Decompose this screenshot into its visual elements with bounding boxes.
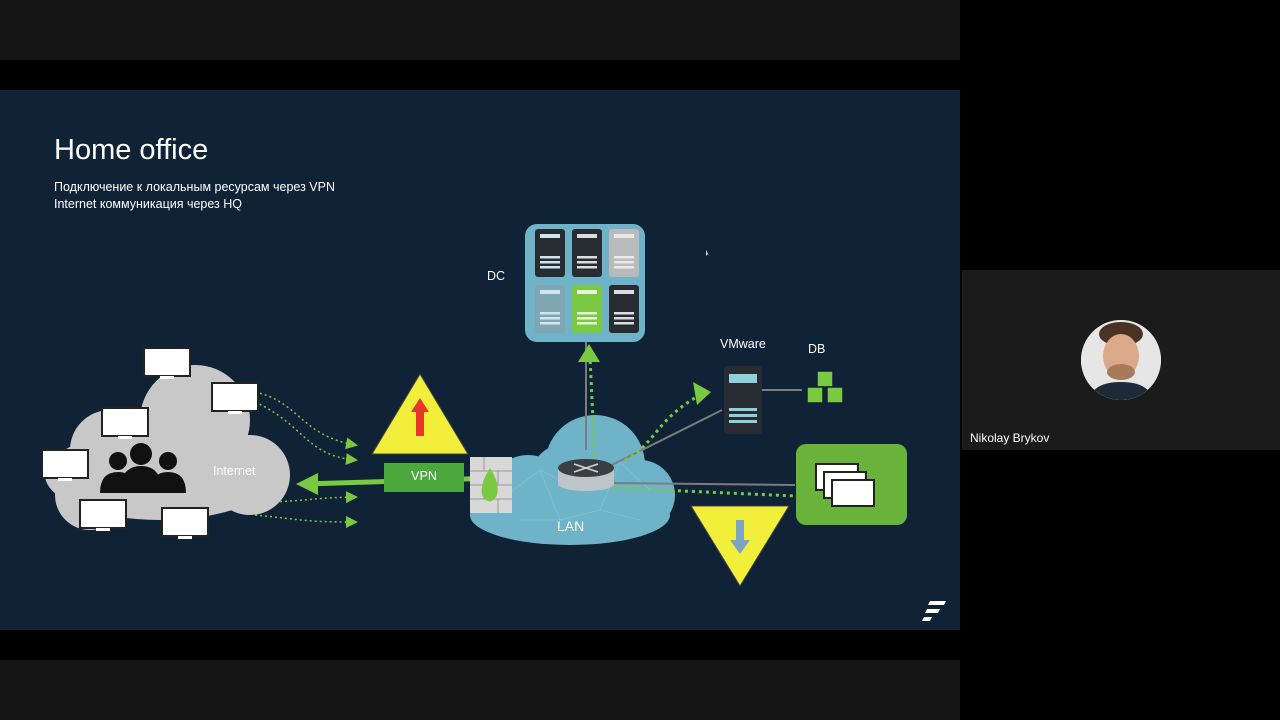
top-letterbox [0, 0, 960, 60]
participant-name: Nikolay Brykov [970, 431, 1050, 445]
server-icon [572, 285, 602, 333]
database-cubes-icon [806, 370, 844, 404]
participant-photo [1081, 320, 1161, 400]
participant-avatar [1081, 320, 1161, 400]
server-icon [572, 229, 602, 277]
bottom-letterbox [0, 660, 960, 720]
vpn-label: VPN [411, 469, 437, 483]
monitor-icon [211, 382, 259, 414]
users-icon [100, 443, 186, 493]
monitor-icon [101, 407, 149, 439]
firewall-icon [470, 457, 512, 513]
internet-label: Internet [213, 464, 256, 478]
download-arrow-icon [690, 505, 790, 587]
network-diagram [41, 224, 946, 621]
vmware-server-icon [724, 366, 762, 434]
dc-server-rack [525, 224, 645, 342]
upload-arrow-icon [371, 373, 469, 455]
server-icon [535, 285, 565, 333]
monitor-icon [831, 479, 875, 507]
mouse-cursor-icon [706, 250, 710, 257]
dc-flow-arrowhead [578, 344, 600, 362]
data-flow-lines [588, 357, 796, 498]
server-icon [609, 285, 639, 333]
lan-label: LAN [557, 518, 585, 534]
server-icon [535, 229, 565, 277]
monitor-icon [143, 347, 191, 379]
vmware-flow-arrowhead [693, 382, 711, 405]
presentation-slide: Home office Подключение к локальным ресу… [0, 90, 960, 630]
monitor-icon [161, 507, 209, 539]
office-monitors-box [796, 444, 907, 525]
slide-subtitle-line-2: Internet коммуникация через HQ [54, 197, 243, 211]
internet-traffic-lines [254, 391, 358, 528]
router-icon [558, 459, 614, 491]
slide-title: Home office [54, 134, 209, 166]
participant-video-tile[interactable]: Nikolay Brykov [962, 270, 1280, 450]
presentation-logo-icon [922, 601, 946, 621]
db-label: DB [808, 342, 826, 356]
slide-subtitle-line-1: Подключение к локальным ресурсам через V… [54, 180, 335, 194]
vmware-label: VMware [720, 337, 766, 351]
monitor-icon [41, 449, 89, 481]
remote-monitors [41, 347, 259, 539]
server-icon [609, 229, 639, 277]
dc-label: DC [487, 269, 506, 283]
monitor-icon [79, 499, 127, 531]
